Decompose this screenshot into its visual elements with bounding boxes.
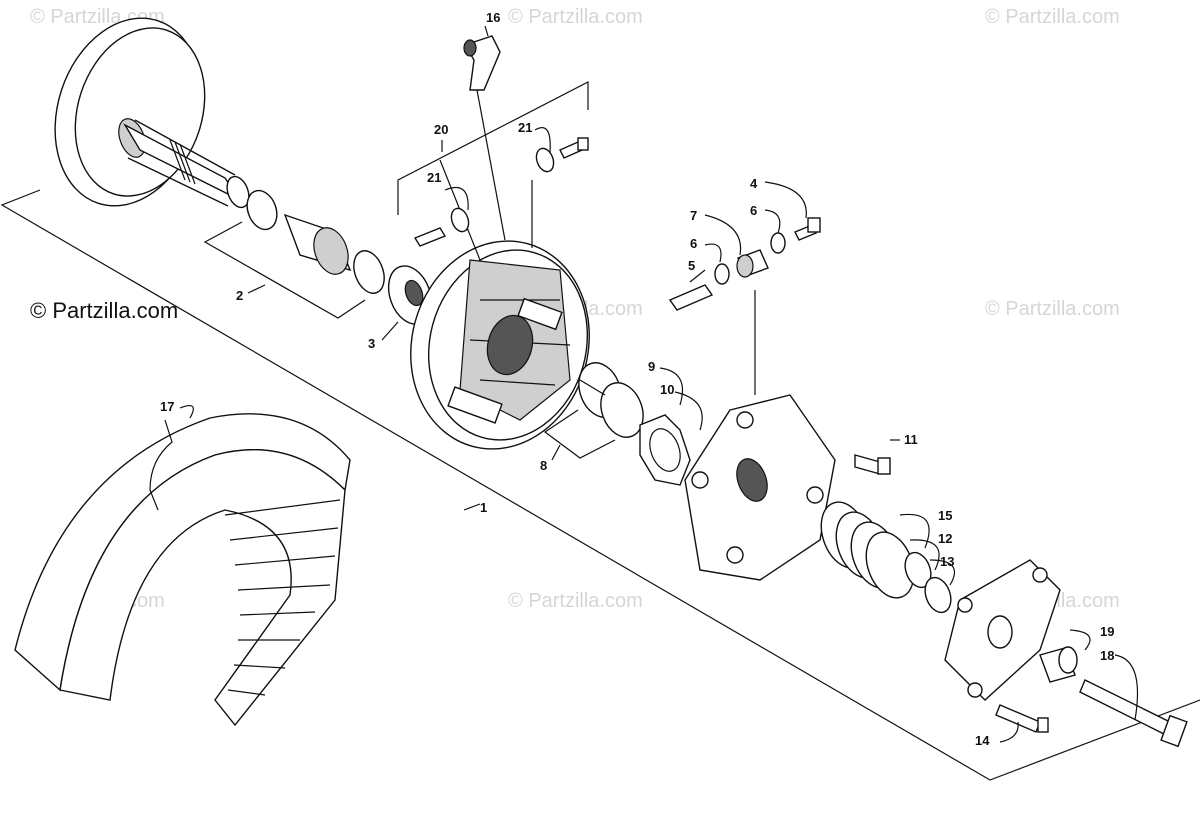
callout-1: 1 <box>480 500 487 515</box>
callout-21a: 21 <box>427 170 441 185</box>
callout-16: 16 <box>486 10 500 25</box>
callout-7: 7 <box>690 208 697 223</box>
watermark: © Partzilla.com <box>508 6 643 28</box>
callout-8: 8 <box>540 458 547 473</box>
weight-part-16 <box>463 25 506 241</box>
watermark: © Partzilla.com <box>985 6 1120 28</box>
callout-17: 17 <box>160 399 174 414</box>
movable-sheave-part <box>410 240 590 450</box>
bushing-part-2 <box>203 189 385 319</box>
callout-6b: 6 <box>750 203 757 218</box>
callout-5: 5 <box>688 258 695 273</box>
bolt-part-18 <box>1079 654 1188 748</box>
callout-19: 19 <box>1100 624 1114 639</box>
spring-part <box>820 501 915 599</box>
callout-4: 4 <box>750 176 758 191</box>
callout-18: 18 <box>1100 648 1114 663</box>
bolt-part-11 <box>854 439 900 475</box>
spider-housing-part <box>684 290 836 581</box>
bolt-part-14 <box>995 704 1049 743</box>
callout-10: 10 <box>660 382 674 397</box>
bolt-part-21 <box>534 127 589 173</box>
pin-part-21 <box>413 186 470 247</box>
washer-part-6 <box>704 209 786 285</box>
cover-plate-part <box>944 559 1061 701</box>
watermark-dark: © Partzilla.com <box>30 298 179 323</box>
fixed-sheave-part <box>54 17 250 209</box>
callout-9: 9 <box>648 359 655 374</box>
callout-21b: 21 <box>518 120 532 135</box>
bushing-part-8 <box>543 362 644 461</box>
spacer-part-9-10 <box>639 367 703 486</box>
ring-parts-12-13-15 <box>899 513 955 614</box>
callout-12: 12 <box>938 531 952 546</box>
watermark: © Partzilla.com <box>508 590 643 612</box>
roller-pin-part-5 <box>668 269 714 311</box>
roller-part-7 <box>704 214 769 278</box>
bushing-part-19 <box>1039 629 1091 683</box>
bolt-part-4 <box>764 181 821 241</box>
callout-15: 15 <box>938 508 952 523</box>
callout-14: 14 <box>975 733 990 748</box>
callout-11: 11 <box>904 432 918 447</box>
callout-13: 13 <box>940 554 954 569</box>
watermark: © Partzilla.com <box>985 298 1120 320</box>
callout-20: 20 <box>434 122 448 137</box>
callout-6a: 6 <box>690 236 697 251</box>
callout-3: 3 <box>368 336 375 351</box>
belt-part-17 <box>14 405 351 727</box>
assembly-bracket-1 <box>0 189 1200 781</box>
callout-2: 2 <box>236 288 243 303</box>
